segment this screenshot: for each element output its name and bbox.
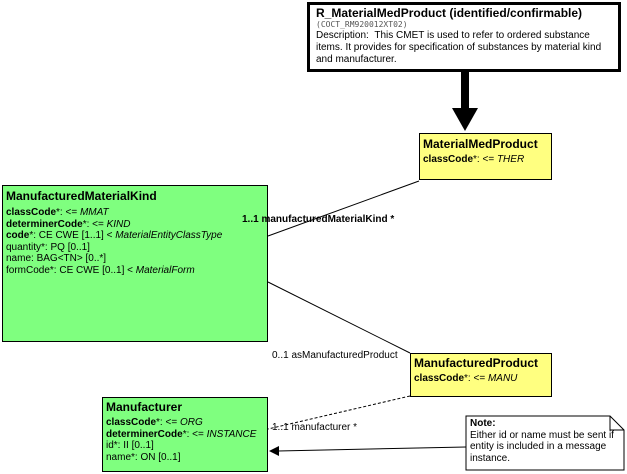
note-outline bbox=[465, 415, 625, 471]
header-box: R_MaterialMedProduct (identified/confirm… bbox=[307, 2, 621, 72]
assoc-label-manufacturer: 1..1 manufacturer * bbox=[272, 422, 358, 433]
mmk-determiner-code: determinerCode*: <= KIND bbox=[6, 218, 131, 230]
manufacturer-determiner-code: determinerCode*: <= INSTANCE bbox=[106, 428, 257, 440]
material-med-product-title: MaterialMedProduct bbox=[423, 137, 538, 151]
note-text: Either id or name must be sent if entity… bbox=[470, 429, 614, 464]
manufactured-product-box: ManufacturedProduct classCode*: <= MANU bbox=[410, 353, 552, 397]
header-arrow-head bbox=[452, 108, 478, 131]
manufacturer-id: id*: II [0..1] bbox=[106, 440, 154, 451]
note-arrow-head bbox=[269, 446, 279, 456]
note-box: Note: Either id or name must be sent if … bbox=[466, 416, 627, 474]
header-title: R_MaterialMedProduct (identified/confirm… bbox=[316, 6, 583, 20]
header-description-label: Description: bbox=[316, 30, 369, 41]
mmk-class-code: classCode*: <= MMAT bbox=[6, 207, 109, 218]
note-fold bbox=[609, 416, 624, 431]
header-description: Description: This CMET is used to refer … bbox=[316, 30, 612, 66]
manufactured-material-kind-title: ManufacturedMaterialKind bbox=[6, 189, 157, 203]
line-mmk-to-mp bbox=[267, 281, 411, 354]
mmk-form-code: formCode*: CE CWE [0..1] < MaterialForm bbox=[6, 264, 195, 276]
mmk-quantity: quantity*: PQ [0..1] bbox=[6, 241, 90, 253]
manufacturer-class-code: classCode*: <= ORG bbox=[106, 417, 203, 428]
manufacturer-name: name*: ON [0..1] bbox=[106, 451, 181, 463]
header-subtitle: (COCT_RM920012XT02) bbox=[316, 20, 408, 29]
manufacturer-box: Manufacturer classCode*: <= ORG determin… bbox=[102, 397, 268, 472]
mmk-code: code*: CE CWE [1..1] < MaterialEntityCla… bbox=[6, 230, 223, 241]
mmk-name: name: BAG<TN> [0..*] bbox=[6, 253, 107, 264]
note-arrow-line bbox=[277, 446, 467, 452]
line-mmp-to-mmk bbox=[267, 180, 420, 237]
manufacturer-title: Manufacturer bbox=[106, 400, 183, 414]
assoc-label-manufactured-material-kind: 1..1 manufacturedMaterialKind * bbox=[242, 214, 395, 225]
line-mp-to-manufacturer bbox=[267, 395, 411, 430]
material-med-product-box: MaterialMedProduct classCode*: <= THER bbox=[419, 133, 552, 180]
manufactured-product-class-code: classCode*: <= MANU bbox=[414, 373, 518, 384]
note-title: Note: bbox=[470, 418, 496, 429]
manufactured-product-title: ManufacturedProduct bbox=[414, 356, 539, 370]
header-description-text: This CMET is used to refer to ordered su… bbox=[316, 30, 602, 65]
manufactured-material-kind-box: ManufacturedMaterialKind classCode*: <= … bbox=[2, 185, 268, 342]
assoc-label-as-manufactured-product: 0..1 asManufacturedProduct bbox=[272, 350, 398, 361]
material-med-product-class-code: classCode*: <= THER bbox=[423, 154, 525, 165]
